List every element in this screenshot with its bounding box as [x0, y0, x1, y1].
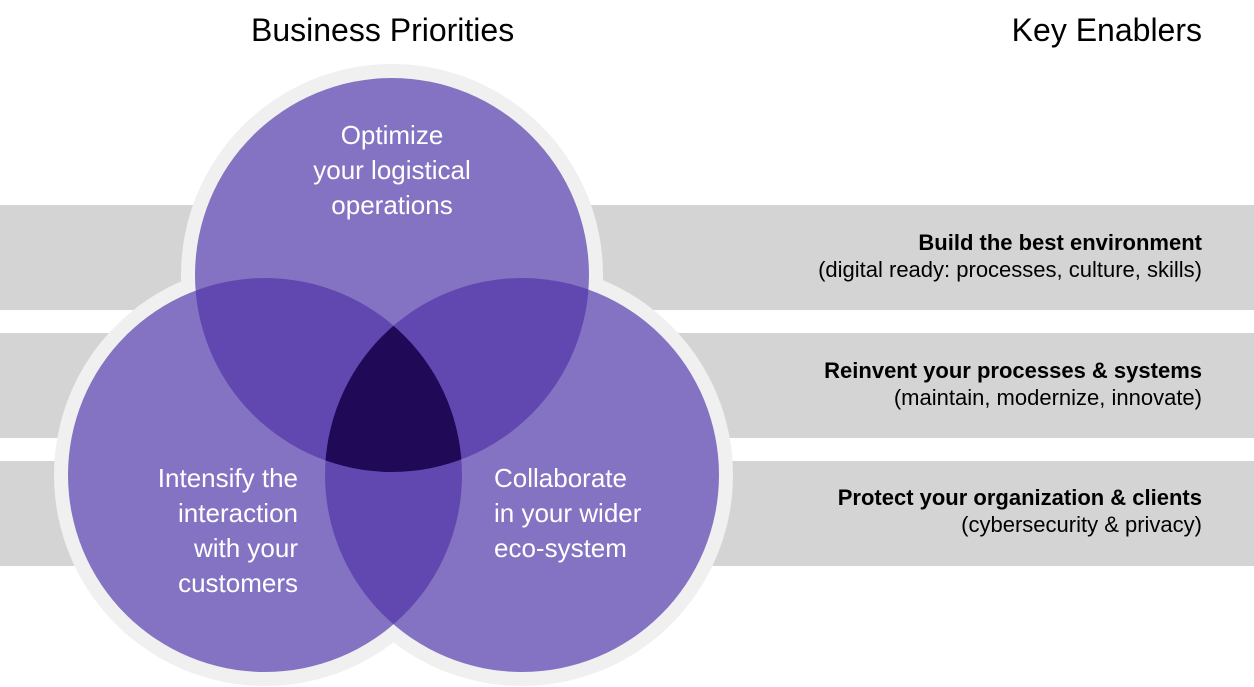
enabler-subtitle: (digital ready: processes, culture, skil…	[818, 257, 1202, 282]
label-line: interaction	[178, 498, 298, 528]
enabler-subtitle: (cybersecurity & privacy)	[961, 512, 1202, 537]
enabler-protect: Protect your organization & clients (cyb…	[838, 484, 1202, 538]
overlap-center	[325, 278, 462, 472]
label-line: Collaborate	[494, 463, 627, 493]
label-line: Optimize	[340, 120, 444, 150]
enabler-title: Build the best environment	[918, 230, 1202, 255]
enabler-title: Reinvent your processes & systems	[824, 358, 1202, 383]
circle-label-collaborate-ecosystem: Collaborate in your wider eco-system	[494, 461, 714, 566]
circle-label-intensify-interaction: Intensify the interaction with your cust…	[100, 461, 298, 601]
enabler-processes: Reinvent your processes & systems (maint…	[824, 357, 1202, 411]
enabler-subtitle: (maintain, modernize, innovate)	[893, 385, 1202, 410]
label-line: in your wider	[494, 498, 642, 528]
label-line: with your	[193, 533, 298, 563]
label-line: Intensify the	[157, 463, 298, 493]
label-line: eco-system	[494, 533, 627, 563]
enabler-environment: Build the best environment (digital read…	[818, 229, 1202, 283]
business-priorities-heading: Business Priorities	[251, 12, 515, 48]
key-enablers-heading: Key Enablers	[1011, 12, 1202, 48]
circle-label-optimize-logistics: Optimize your logistical operations	[292, 118, 492, 223]
label-line: customers	[178, 568, 298, 598]
enabler-title: Protect your organization & clients	[837, 485, 1202, 510]
venn-overlaps	[195, 278, 589, 672]
label-line: operations	[331, 190, 453, 220]
label-line: your logistical	[313, 155, 471, 185]
